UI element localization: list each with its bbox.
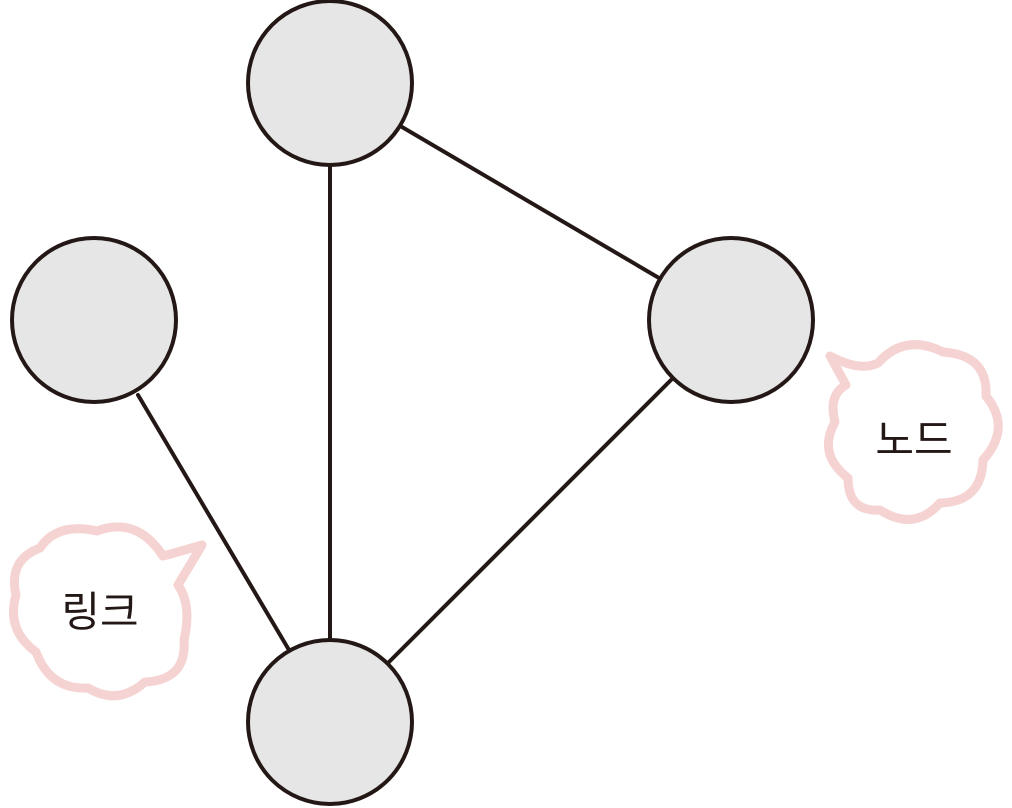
node-top xyxy=(246,0,414,167)
node-bottom xyxy=(246,638,414,806)
link-left-bottom xyxy=(136,393,291,652)
link-top-right xyxy=(400,125,661,280)
node-callout-shape xyxy=(823,340,1003,524)
node-right xyxy=(647,236,815,404)
link-callout-shape xyxy=(9,522,207,701)
link-callout-label: 링크 xyxy=(61,588,138,637)
node-callout: 노드 xyxy=(823,340,1003,524)
node-left xyxy=(10,236,178,404)
links xyxy=(136,125,673,664)
node-callout-label: 노드 xyxy=(875,416,952,465)
nodes xyxy=(10,0,815,806)
link-right-bottom xyxy=(387,378,673,664)
link-callout: 링크 xyxy=(9,522,207,701)
